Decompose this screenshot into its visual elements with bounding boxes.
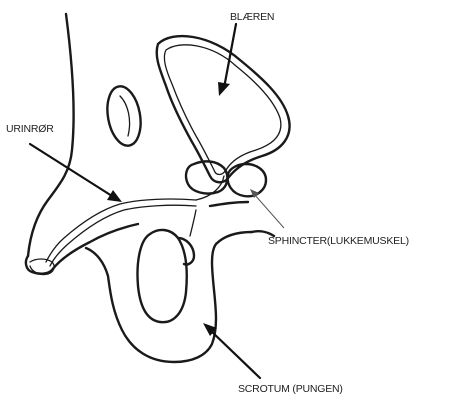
testicle-outline (138, 230, 187, 322)
scrotum-label: SCROTUM (PUNGEN) (238, 383, 343, 395)
urethra-upper-wall (46, 199, 196, 262)
prostate-right-lobe (228, 164, 266, 196)
bladder-arrowhead (218, 82, 230, 96)
scrotum-outline (86, 232, 252, 362)
bladder-outer (157, 36, 290, 182)
urethra-label: URINRØR (6, 123, 54, 135)
bladder-label: BLÆREN (230, 11, 274, 23)
urethra-arrowhead (107, 190, 122, 202)
pubic-bone-inner (120, 96, 130, 136)
sphincter-leader (254, 194, 284, 228)
back-contour (28, 14, 74, 256)
spermatic-cord (190, 210, 196, 236)
pubic-bone (103, 84, 145, 149)
sphincter-label: SPHINCTER(LUKKEMUSKEL) (268, 235, 409, 247)
prostate-left-lobe (186, 161, 227, 193)
perineum-line (210, 202, 248, 206)
penis-outline (26, 224, 138, 274)
urethra-through-prostate (196, 176, 224, 200)
scrotum-leader (210, 330, 260, 378)
